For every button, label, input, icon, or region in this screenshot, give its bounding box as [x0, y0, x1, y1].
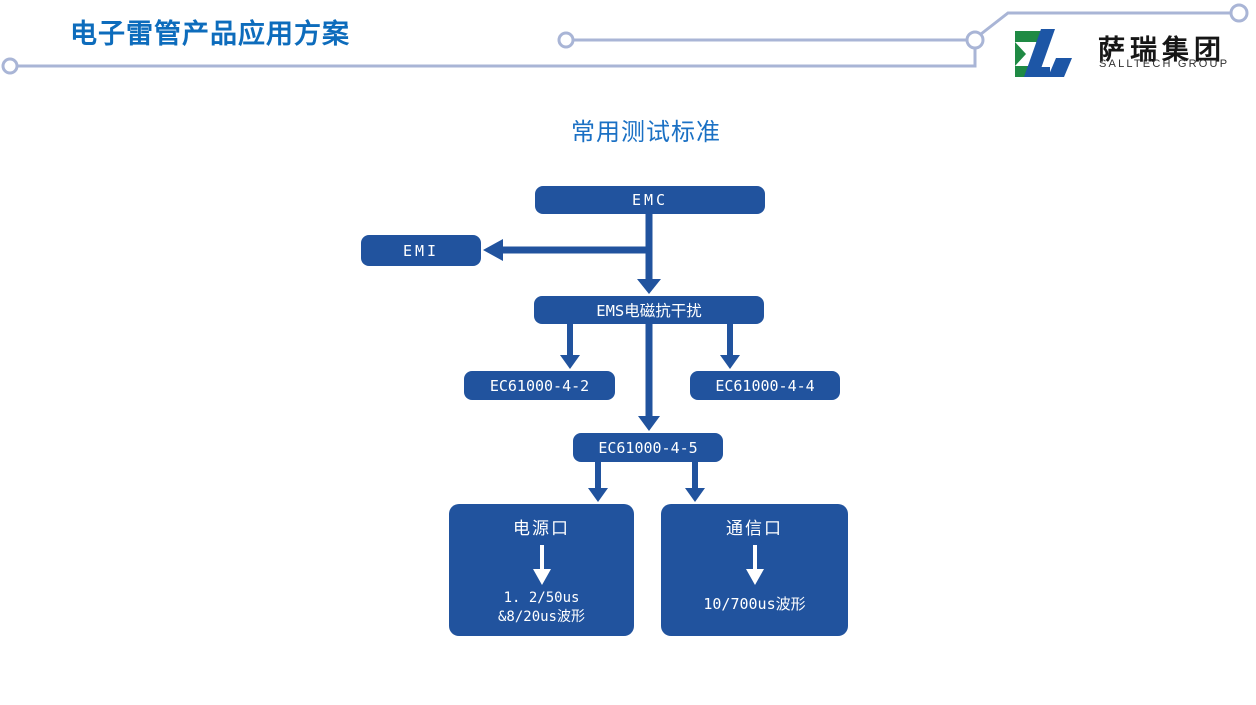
node-power-port: 电源口 1. 2/50us &8/20us波形 [449, 504, 634, 636]
node-emc: EMC [535, 186, 765, 214]
node-comm-port: 通信口 10/700us波形 [661, 504, 848, 636]
node-ec61000-4-5: EC61000-4-5 [573, 433, 723, 462]
node-emi: EMI [361, 235, 481, 266]
comm-port-waveform-line1: 10/700us波形 [703, 595, 806, 613]
node-ec61000-4-4: EC61000-4-4 [690, 371, 840, 400]
down-arrow-icon [745, 545, 764, 585]
power-port-title: 电源口 [513, 519, 570, 538]
deco-circle-top-right [1229, 3, 1249, 23]
deco-circle-mid [557, 31, 575, 49]
node-ec61000-4-2: EC61000-4-2 [464, 371, 615, 400]
down-arrow-icon [532, 545, 551, 585]
deco-circle-right [965, 30, 985, 50]
node-ems: EMS电磁抗干扰 [534, 296, 764, 324]
deco-circle-left [1, 57, 19, 75]
logo-company-name: 萨瑞集团 [1098, 35, 1226, 65]
logo-company-name-en: SALLTECH GROUP [1099, 58, 1230, 70]
diagram-heading: 常用测试标准 [571, 119, 721, 146]
power-port-waveform-line2: &8/20us波形 [497, 609, 585, 625]
comm-port-title: 通信口 [726, 519, 783, 538]
slide-title: 电子雷管产品应用方案 [70, 19, 350, 49]
logo: 萨瑞集团 SALLTECH GROUP [1012, 26, 1244, 82]
logo-mark-icon [1015, 29, 1072, 77]
power-port-waveform-line1: 1. 2/50us [503, 590, 580, 606]
